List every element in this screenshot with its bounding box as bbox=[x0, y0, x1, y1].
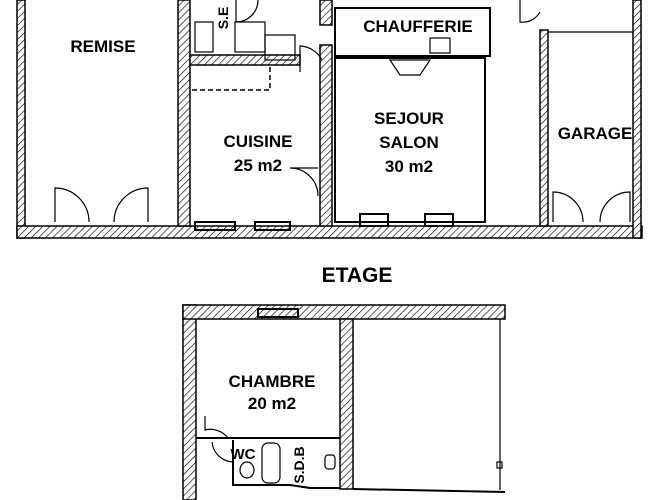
room-label-chaufferie: CHAUFFERIE bbox=[363, 17, 473, 36]
garage-door-right bbox=[599, 191, 631, 223]
window bbox=[359, 213, 389, 227]
wall-top bbox=[182, 304, 506, 320]
chambre-door bbox=[204, 416, 229, 439]
chaufferie-room bbox=[334, 7, 491, 57]
wall-sejour-garage bbox=[539, 29, 549, 227]
wall-remise-cuisine bbox=[177, 0, 191, 227]
room-label-se: S.E bbox=[215, 7, 231, 30]
room-label-sejour: SEJOUR bbox=[374, 109, 444, 128]
garage-door-left bbox=[552, 191, 584, 223]
bathtub bbox=[194, 21, 214, 53]
washbasin bbox=[324, 454, 336, 470]
window bbox=[424, 213, 454, 227]
room-label-sdb: S.D.B bbox=[291, 446, 307, 483]
room-area-cuisine: 25 m2 bbox=[234, 156, 282, 175]
room-area-sejour: 30 m2 bbox=[385, 157, 433, 176]
wall-right bbox=[632, 0, 642, 239]
room-label-chambre: CHAMBRE bbox=[229, 372, 316, 391]
garage-side-door bbox=[519, 0, 541, 23]
bathtub bbox=[261, 442, 281, 484]
bathroom-outline bbox=[232, 440, 340, 489]
se-door bbox=[235, 0, 259, 23]
room-label-cuisine: CUISINE bbox=[224, 132, 293, 151]
window bbox=[257, 308, 299, 318]
wall-left bbox=[182, 304, 197, 500]
sejour-room bbox=[334, 57, 486, 223]
toilet bbox=[239, 461, 255, 479]
fireplace bbox=[388, 59, 432, 76]
boiler bbox=[429, 37, 451, 54]
room-label-garage: GARAGE bbox=[558, 124, 633, 143]
stair bbox=[264, 34, 296, 61]
room-area-chambre: 20 m2 bbox=[248, 394, 296, 413]
room-label-salon: SALON bbox=[379, 133, 439, 152]
upper-floor-title: ETAGE bbox=[322, 264, 393, 287]
upper-floor: CHAMBRE 20 m2 WC S.D.B bbox=[182, 304, 506, 500]
stair bbox=[234, 21, 266, 53]
wall-bottom bbox=[16, 225, 643, 239]
cuisine-door bbox=[289, 167, 319, 197]
wc-door bbox=[211, 441, 234, 463]
kitchen-counter bbox=[192, 65, 271, 91]
fixture bbox=[496, 461, 503, 469]
remise-door-left bbox=[54, 187, 90, 223]
wall-top-segment bbox=[319, 0, 333, 26]
remise-door-right bbox=[113, 187, 149, 223]
sejour-door bbox=[299, 45, 323, 72]
wall-cuisine-sejour bbox=[319, 44, 333, 227]
room-label-remise: REMISE bbox=[70, 37, 135, 56]
window bbox=[194, 221, 236, 231]
bottom-wall bbox=[352, 488, 506, 493]
wall-left bbox=[16, 0, 26, 239]
room-label-wc: WC bbox=[231, 446, 256, 463]
window bbox=[254, 221, 291, 231]
ground-floor: REMISE CHAUFFERIE SEJOUR SALON 30 m2 CUI… bbox=[16, 0, 643, 239]
wall-chambre-right bbox=[339, 318, 354, 490]
